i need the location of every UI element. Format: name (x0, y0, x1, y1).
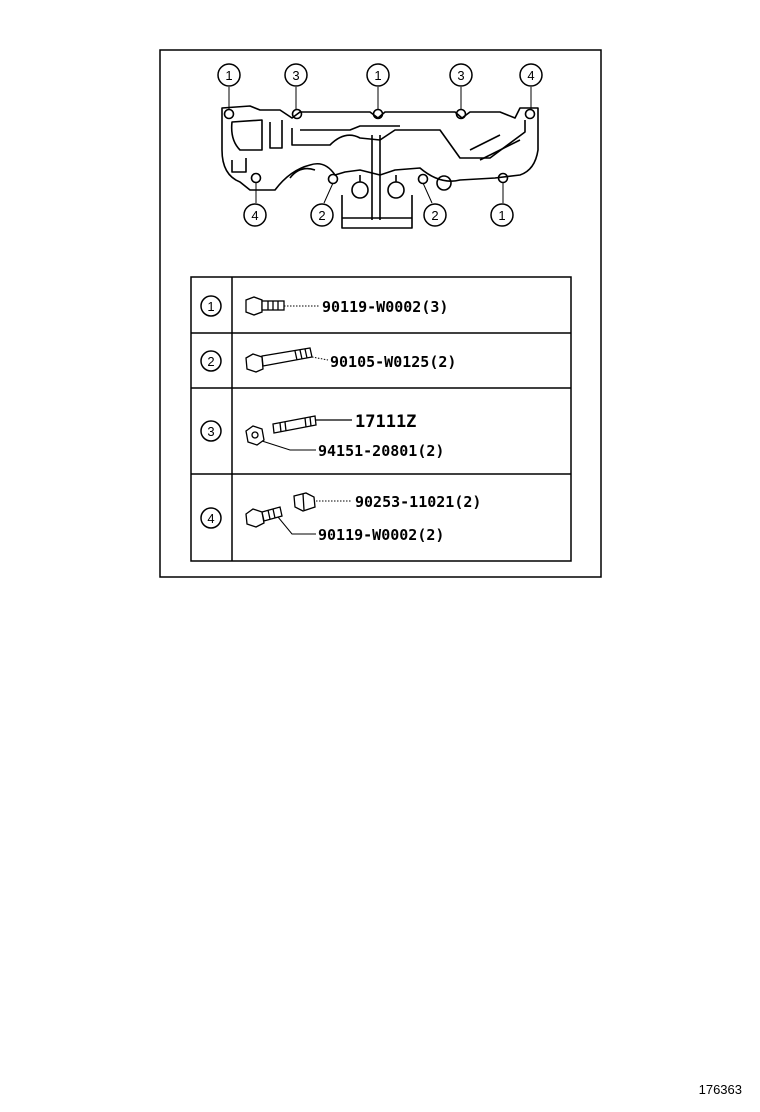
callout-2-bottom-right: 2 (423, 203, 447, 227)
table-row: 1 90119-W0002(3) (200, 295, 448, 317)
long-bolt-icon (245, 347, 313, 373)
table-row: 2 90105-W0125(2) (200, 347, 456, 373)
callout-4-top-right: 4 (519, 63, 543, 87)
svg-text:1: 1 (374, 68, 381, 83)
row-key: 4 (207, 511, 214, 526)
stud-icon (272, 415, 317, 434)
flange-bolt-icon (245, 296, 285, 316)
row-key: 3 (207, 424, 214, 439)
part-number: 90119-W0002(2) (318, 526, 444, 544)
part-number: 90105-W0125(2) (330, 353, 456, 371)
callout-1-bottom-right: 1 (490, 203, 514, 227)
nut-icon (245, 425, 265, 446)
reference-id: 176363 (698, 1082, 742, 1097)
svg-text:1: 1 (498, 208, 505, 223)
part-number: 17111Z (355, 412, 416, 432)
svg-text:3: 3 (457, 68, 464, 83)
table-row: 4 90253-11021(2) 90119-W0002(2) (200, 492, 481, 544)
part-number: 90253-11021(2) (355, 493, 481, 511)
parts-table (190, 276, 572, 562)
exhaust-manifold-gasket (221, 105, 539, 229)
row-key: 2 (207, 354, 214, 369)
part-number: 94151-20801(2) (318, 442, 444, 460)
svg-text:2: 2 (431, 208, 438, 223)
callout-3-top-left: 3 (284, 63, 308, 87)
part-number: 90119-W0002(3) (322, 298, 448, 316)
svg-text:4: 4 (527, 68, 534, 83)
callout-3-top-right: 3 (449, 63, 473, 87)
cap-nut-icon (293, 492, 316, 512)
callout-4-bottom-left: 4 (243, 203, 267, 227)
svg-text:3: 3 (292, 68, 299, 83)
diagram-frame (159, 49, 602, 578)
callout-2-bottom-left: 2 (310, 203, 334, 227)
table-row: 3 17111Z 94151-20801(2) (200, 412, 444, 460)
callout-leaders (228, 87, 532, 204)
row-key: 1 (207, 299, 214, 314)
callout-1-top-center: 1 (366, 63, 390, 87)
svg-text:1: 1 (225, 68, 232, 83)
callout-1-top-left: 1 (217, 63, 241, 87)
flange-bolt-icon (245, 506, 283, 528)
svg-text:2: 2 (318, 208, 325, 223)
svg-text:4: 4 (251, 208, 258, 223)
